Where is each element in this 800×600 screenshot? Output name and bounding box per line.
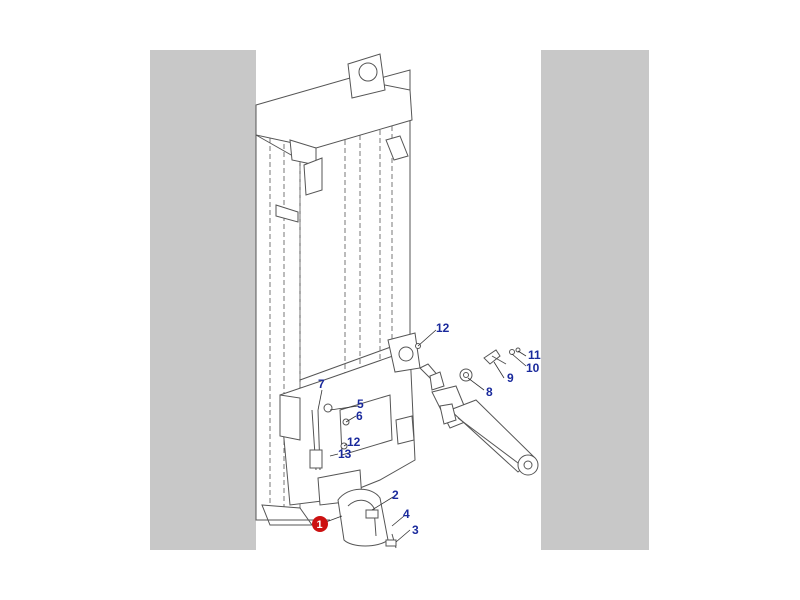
callout-12-top: 12 <box>436 321 450 335</box>
callout-2: 2 <box>392 488 399 502</box>
callout-7: 7 <box>318 377 325 391</box>
leader-lines <box>317 329 527 543</box>
mast-assembly <box>255 53 421 526</box>
tilt-cylinder-parts <box>415 343 539 476</box>
callout-1-highlight <box>312 516 328 532</box>
callout-13: 13 <box>338 447 352 461</box>
callout-12-lower: 12 <box>347 435 361 449</box>
callout-4: 4 <box>403 507 410 521</box>
left-gray-band <box>150 50 256 550</box>
callout-1: 1 <box>317 519 323 531</box>
bracket-part <box>337 488 397 549</box>
callout-3: 3 <box>412 523 419 537</box>
right-gray-band <box>541 50 649 550</box>
callout-10: 10 <box>526 361 540 375</box>
callout-6: 6 <box>356 409 363 423</box>
callout-9: 9 <box>507 371 514 385</box>
callout-11: 11 <box>528 348 541 362</box>
callout-labels: 1 2 3 4 5 6 7 8 9 10 11 12 12 13 <box>312 321 541 537</box>
callout-5: 5 <box>357 397 364 411</box>
callout-8: 8 <box>486 385 493 399</box>
